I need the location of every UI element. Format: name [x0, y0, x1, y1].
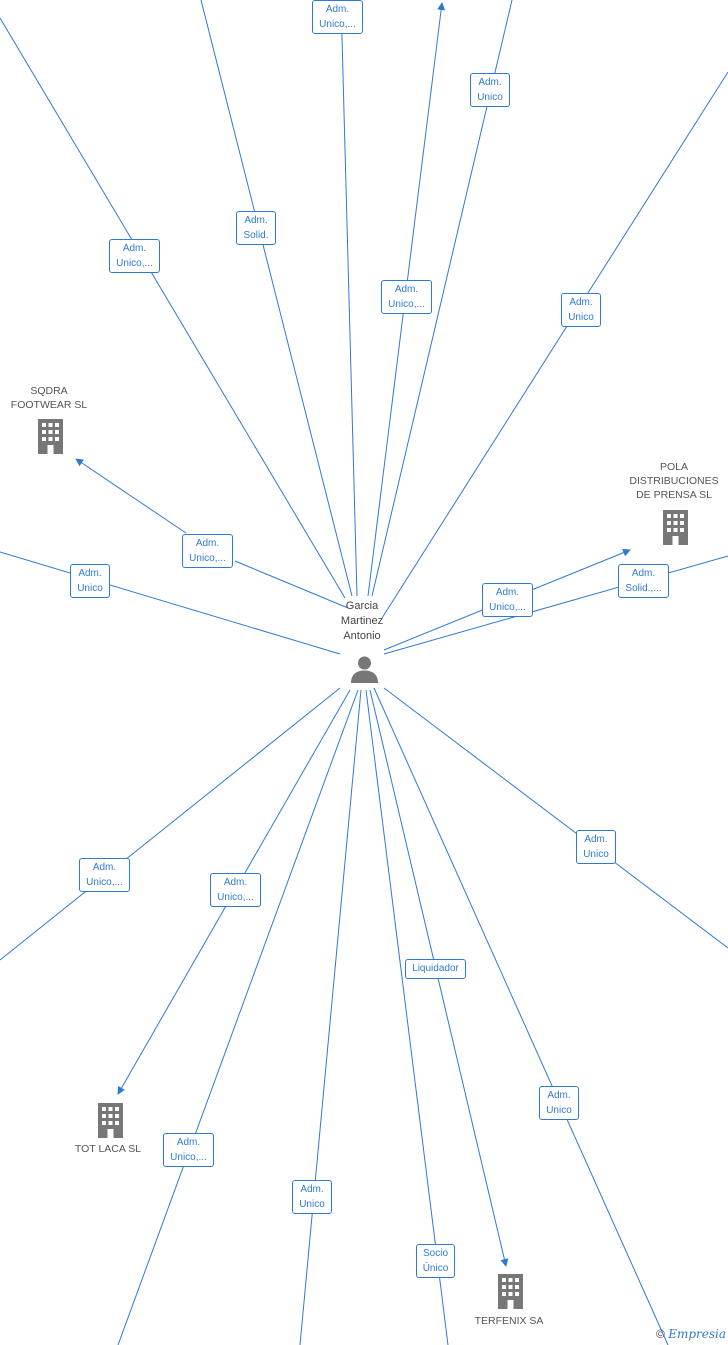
company-name-line: SQDRA	[30, 385, 68, 397]
building-icon[interactable]	[495, 1274, 526, 1309]
edge-label-line: Unico,...	[319, 19, 356, 30]
edge-label-line: Adm.	[325, 4, 350, 15]
edge-label-line: Adm.	[122, 243, 147, 254]
edge-label[interactable]: Adm. Unico	[576, 830, 616, 864]
edge-label[interactable]: Adm. Unico	[561, 293, 601, 327]
person-icon[interactable]	[350, 654, 379, 683]
company-name-line: TERFENIX SA	[474, 1315, 544, 1327]
edge-line	[117, 689, 359, 1345]
company-name-line: FOOTWEAR SL	[10, 399, 88, 411]
edge-line	[0, 551, 341, 655]
empresia-logo: Empresia	[668, 1327, 726, 1341]
person-name: Garcia Martinez Antonio	[332, 599, 392, 644]
edge-label[interactable]: Adm. Unico	[539, 1086, 579, 1120]
edge-line	[200, 0, 353, 597]
edge-line	[0, 17, 346, 599]
edge-label-line: Solid.	[243, 230, 269, 241]
edge-label-line: Adm.	[584, 834, 608, 845]
edge-label[interactable]: Adm. Unico,...	[381, 280, 432, 314]
edge-label-line: Unico,...	[217, 892, 254, 903]
edge-label-line: Adm.	[631, 568, 656, 579]
edge-line	[383, 555, 728, 655]
edge-label-line: Adm.	[478, 77, 502, 88]
edge-label-line: Adm.	[176, 1137, 201, 1148]
edge-label[interactable]: Adm. Unico,...	[109, 239, 160, 273]
edge-label-line: Unico	[546, 1105, 572, 1116]
edge-label-line: Adm.	[78, 568, 102, 579]
edge-label-line: Unico	[568, 312, 594, 323]
edge-label-line: Adm.	[300, 1184, 324, 1195]
edge-label[interactable]: Liquidador	[405, 959, 466, 979]
edge-label[interactable]: Adm. Solid.	[236, 211, 276, 245]
company-label-totlaca[interactable]: TOT LACA SL	[60, 1142, 156, 1156]
edge-line	[75, 458, 187, 534]
edge-line	[373, 687, 669, 1345]
edge-line	[383, 687, 728, 949]
edge-label[interactable]: Adm. Unico	[70, 564, 110, 598]
edge-label-line: Unico,...	[170, 1152, 207, 1163]
edge-label-line: Adm.	[244, 215, 268, 226]
company-name-line: TOT LACA SL	[74, 1143, 142, 1155]
edge-label[interactable]: Adm. Unico,...	[163, 1133, 214, 1167]
edge-line	[381, 71, 728, 619]
edge-label-line: Unico,...	[189, 553, 226, 564]
edge-label-line: Adm.	[547, 1090, 571, 1101]
edge-label[interactable]: Adm. Solid.,...	[618, 564, 669, 598]
edge-label-line: Unico	[583, 849, 609, 860]
edge-label-line: Único	[422, 1263, 449, 1274]
edge-label-line: Unico,...	[86, 877, 123, 888]
edge-label[interactable]: Adm. Unico,...	[482, 583, 533, 617]
edge-label[interactable]: Adm. Unico	[292, 1180, 332, 1214]
company-name-line: POLA	[659, 461, 688, 473]
edge-label-line: Adm.	[569, 297, 593, 308]
company-name-line: DISTRIBUCIONES	[629, 475, 719, 487]
person-name-line: Garcia	[345, 600, 379, 612]
edge-line	[340, 0, 358, 597]
edge-label-line: Unico,...	[116, 258, 153, 269]
company-label-terfenix[interactable]: TERFENIX SA	[462, 1314, 556, 1328]
building-icon[interactable]	[660, 510, 691, 545]
edge-label-line: Unico	[299, 1199, 325, 1210]
edge-label[interactable]: Socio Único	[416, 1244, 455, 1278]
copyright-symbol: ©	[656, 1327, 665, 1341]
edge-label-line: Adm.	[195, 538, 220, 549]
edge-label-line: Adm.	[223, 877, 248, 888]
edge-label-line: Unico	[77, 583, 103, 594]
edge-label-line: Unico	[477, 92, 503, 103]
edge-label-line: Adm.	[495, 587, 520, 598]
edge-label[interactable]: Adm. Unico,...	[312, 0, 363, 34]
building-icon[interactable]	[95, 1103, 126, 1138]
edge-label[interactable]: Adm. Unico	[470, 73, 510, 107]
person-name-line: Antonio	[343, 630, 381, 642]
edge-line	[0, 687, 341, 961]
empresia-watermark: © Empresia	[656, 1327, 726, 1341]
edge-label[interactable]: Adm. Unico,...	[210, 873, 261, 907]
edge-label-line: Unico,...	[388, 299, 425, 310]
edge-label-line: Adm.	[92, 862, 117, 873]
edge-line	[234, 560, 349, 609]
company-label-pola[interactable]: POLA DISTRIBUCIONES DE PRENSA SL	[624, 460, 724, 502]
company-name-line: DE PRENSA SL	[636, 489, 712, 501]
edge-label[interactable]: Adm. Unico,...	[79, 858, 130, 892]
edge-line	[365, 689, 449, 1345]
edge-label-line: Solid.,...	[625, 583, 662, 594]
company-label-sqdra[interactable]: SQDRA FOOTWEAR SL	[0, 384, 98, 412]
edge-label[interactable]: Adm. Unico,...	[182, 534, 233, 568]
edge-label-line: Liquidador	[412, 963, 459, 974]
edge-line	[299, 689, 362, 1345]
building-icon[interactable]	[35, 419, 66, 454]
edge-label-line: Socio	[422, 1248, 448, 1259]
person-name-line: Martinez	[340, 615, 384, 627]
edge-label-line: Unico,...	[489, 602, 526, 613]
edge-label-line: Adm.	[394, 284, 419, 295]
